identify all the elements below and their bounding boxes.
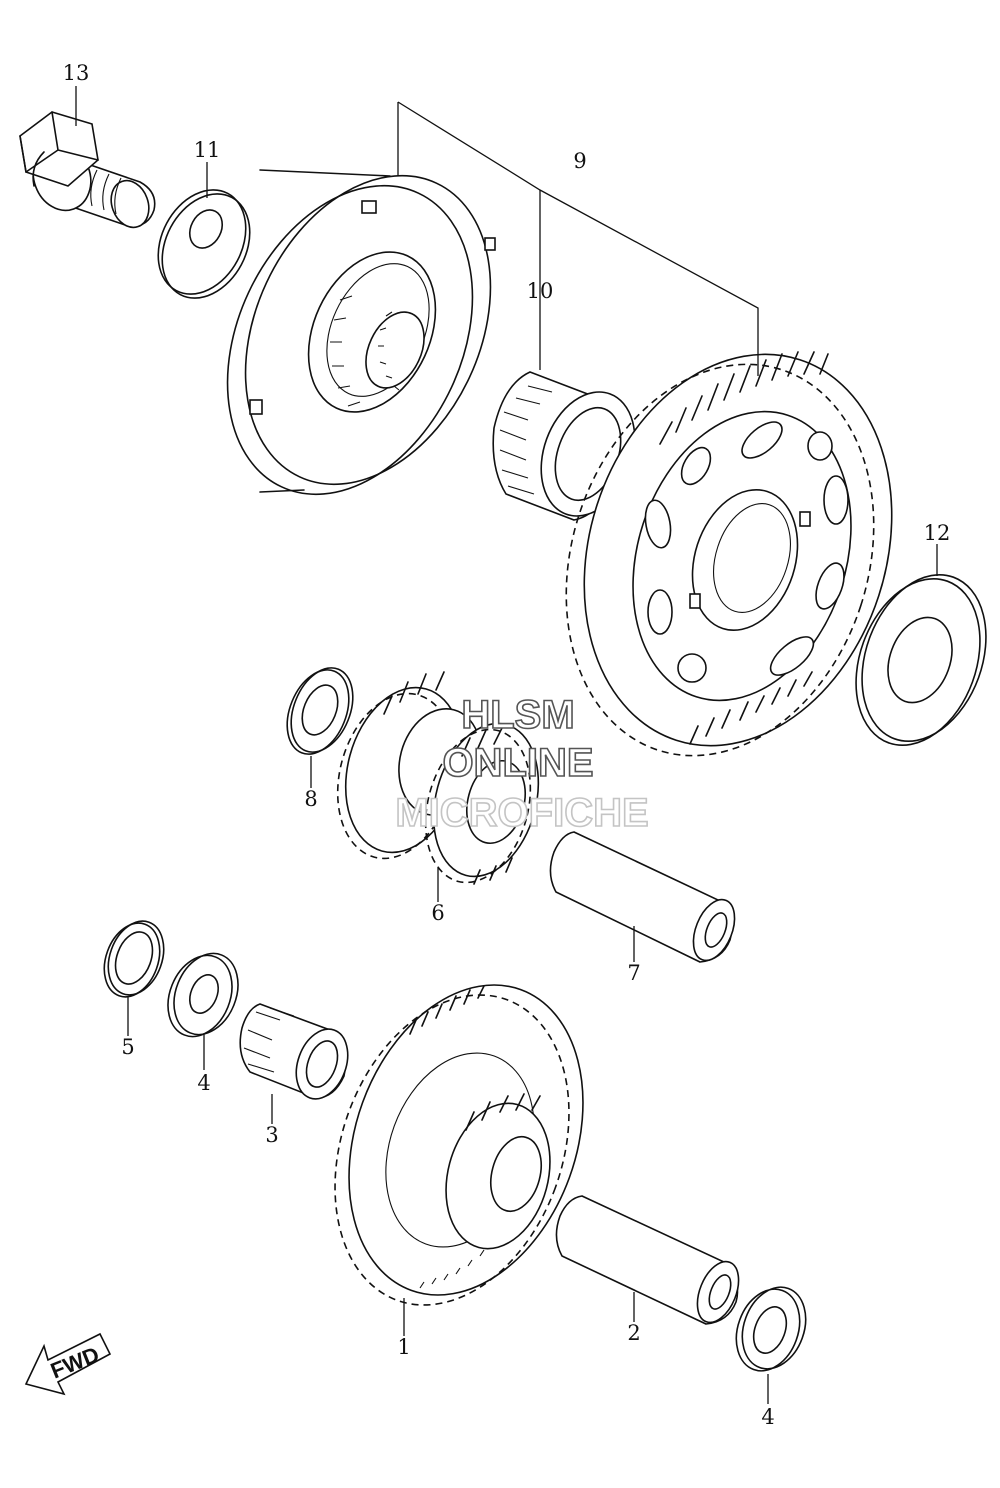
part-9-starter-gear <box>565 351 893 757</box>
watermark-line-2: ONLINE <box>442 741 593 785</box>
part-5-washer <box>103 920 165 998</box>
callout-4-upper: 4 <box>197 1071 210 1095</box>
callout-11: 11 <box>194 138 221 162</box>
part-1-starter-idle-gear <box>334 984 584 1306</box>
callout-10: 10 <box>527 279 554 303</box>
part-11-washer <box>157 189 251 299</box>
callout-labels: 13 11 9 10 12 8 6 7 5 4 3 1 2 4 <box>63 61 951 1429</box>
part-13-flange-bolt <box>19 111 156 229</box>
callout-3: 3 <box>265 1123 278 1147</box>
callout-7: 7 <box>627 961 640 985</box>
part-7-shaft <box>549 831 736 963</box>
callout-6: 6 <box>431 901 444 925</box>
watermark-line-1: HLSM <box>461 693 574 737</box>
callout-1: 1 <box>397 1335 410 1359</box>
part-8-washer <box>286 667 354 755</box>
part-6-idle-gear <box>336 671 540 885</box>
part-12-washer <box>855 573 987 747</box>
callout-5: 5 <box>121 1035 134 1059</box>
leader-lines <box>75 86 938 1404</box>
part-4-washer-upper <box>167 952 239 1038</box>
callout-8: 8 <box>304 787 317 811</box>
callout-13: 13 <box>63 61 90 85</box>
part-9-starter-clutch-housing <box>226 169 496 496</box>
callout-9: 9 <box>573 149 586 173</box>
gear-web-holes <box>644 421 849 683</box>
watermark: HLSM ONLINE MICROFICHE <box>395 692 650 836</box>
watermark-line-3: MICROFICHE <box>395 791 648 835</box>
fwd-direction-arrow: FWD <box>24 1332 112 1396</box>
part-2-shaft <box>555 1195 740 1325</box>
part-4-washer-lower <box>735 1286 807 1372</box>
callout-12: 12 <box>924 521 951 545</box>
callout-2: 2 <box>627 1321 640 1345</box>
part-3-needle-bearing <box>239 1003 349 1100</box>
callout-4-lower: 4 <box>761 1405 774 1429</box>
